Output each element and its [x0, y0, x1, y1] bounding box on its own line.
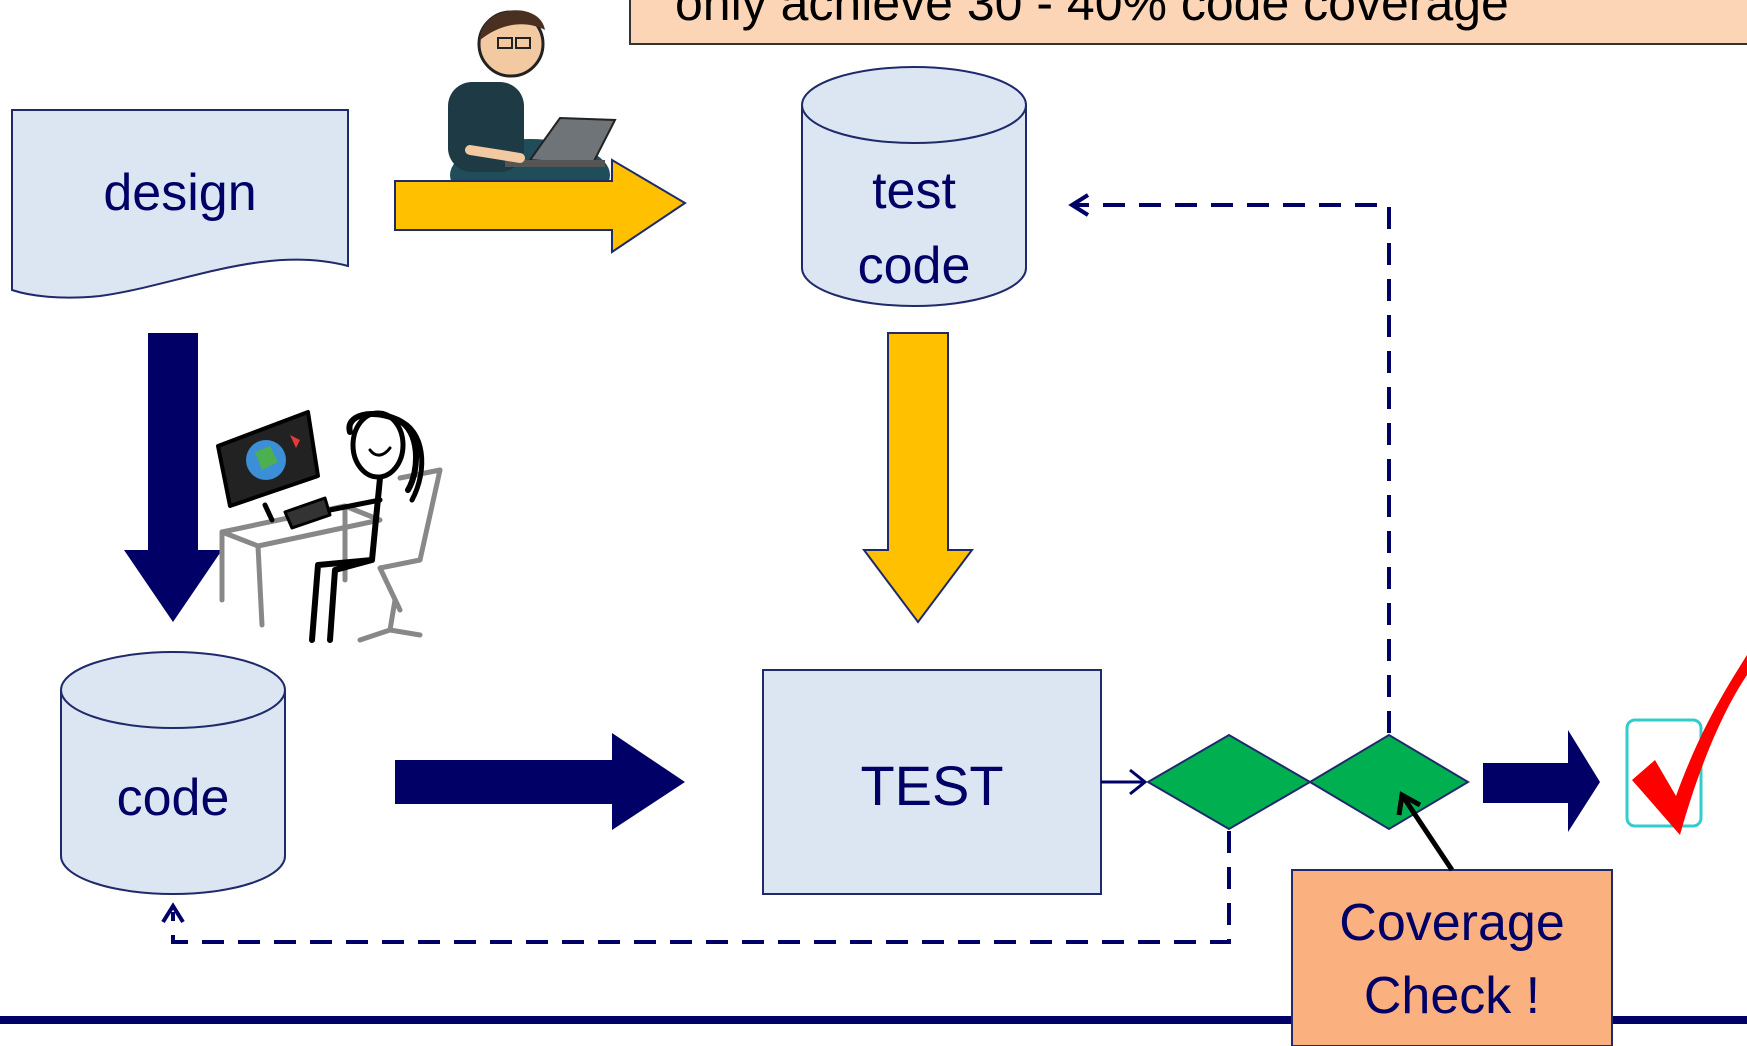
decision-diamond-left	[1146, 733, 1312, 831]
decision-diamond-right	[1308, 733, 1470, 831]
gold-arrow-right	[394, 158, 687, 254]
navy-arrow-down	[124, 333, 222, 622]
code-label: code	[117, 769, 230, 827]
bottom-rule	[0, 1016, 1747, 1024]
test-node: TEST	[762, 669, 1102, 895]
design-node: design	[11, 109, 349, 299]
coverage-label-line1: Coverage	[1339, 894, 1564, 952]
design-label: design	[103, 164, 256, 222]
coverage-label-line2: Check !	[1364, 967, 1540, 1025]
test-label: TEST	[860, 754, 1003, 817]
stick-figure-at-computer-icon	[216, 410, 443, 643]
connector-arrow	[1101, 768, 1148, 796]
feedback-arrowhead-code	[161, 902, 185, 924]
coverage-check-callout: Coverage Check !	[1291, 869, 1613, 1046]
feedback-loop-to-code	[171, 831, 1231, 944]
checkmark-icon	[1625, 655, 1747, 835]
test-code-node: test code	[801, 66, 1027, 307]
test-code-label-line1: test	[872, 162, 956, 220]
feedback-arrowhead-up	[1068, 193, 1090, 217]
gold-arrow-down	[862, 332, 974, 624]
test-code-label-line2: code	[858, 237, 971, 295]
callout-text: only achieve 30 - 40% code coverage	[675, 0, 1509, 31]
navy-arrow-right	[395, 733, 685, 830]
feedback-loop-to-test-code	[1075, 203, 1391, 733]
coverage-pointer-arrow	[1396, 791, 1455, 872]
navy-arrow-to-result	[1483, 730, 1600, 832]
code-node: code	[60, 651, 286, 895]
coverage-callout: only achieve 30 - 40% code coverage	[629, 0, 1747, 45]
